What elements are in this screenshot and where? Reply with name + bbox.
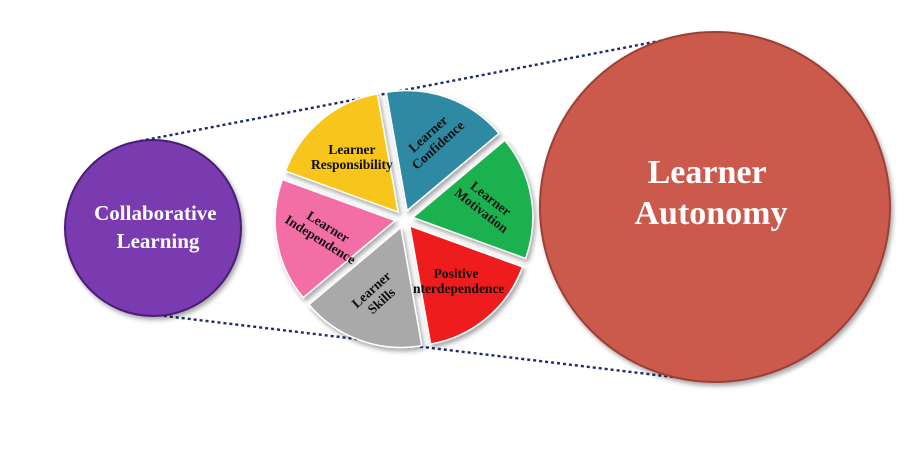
collaborative-learning-node: Collaborative Learning: [64, 139, 242, 317]
connector-line-top: [139, 30, 707, 143]
pie-slice-4: LearnerIndependence: [274, 178, 397, 299]
pie-slice-shape: [284, 93, 400, 214]
pie-slice-label-line: Responsibility: [311, 157, 393, 172]
pie-slice-shape: [408, 224, 524, 345]
learner-autonomy-node: Learner Autonomy: [539, 31, 891, 383]
pie-slice-3: LearnerSkills: [307, 226, 423, 349]
pie-slice-label-line: Positive: [434, 266, 479, 281]
learner-autonomy-label-line2: Autonomy: [634, 195, 787, 232]
collaborative-learning-label-line2: Learning: [117, 229, 200, 253]
learner-attributes-pie: LearnerConfidenceLearnerMotivationPositi…: [274, 89, 534, 349]
pie-slice-0: LearnerConfidence: [385, 89, 501, 212]
pie-slice-label-line: Interdependence: [408, 281, 505, 296]
pie-slice-shape: [307, 226, 423, 349]
svg-text:Learner Autonomy: Learner Autonomy: [634, 154, 787, 232]
pie-slice-shape: [385, 89, 501, 212]
learner-autonomy-label-line1: Learner: [648, 154, 767, 191]
pie-slice-label-line: Learner: [328, 142, 375, 157]
connector-line-bottom: [139, 311, 707, 383]
pie-slice-1: LearnerMotivation: [411, 139, 534, 260]
collaborative-learning-label-line1: Collaborative: [94, 201, 216, 225]
pie-slice-shape: [411, 139, 534, 260]
svg-text:Collaborative Learning: Collaborative Learning: [94, 201, 222, 253]
pie-slice-shape: [274, 178, 397, 299]
